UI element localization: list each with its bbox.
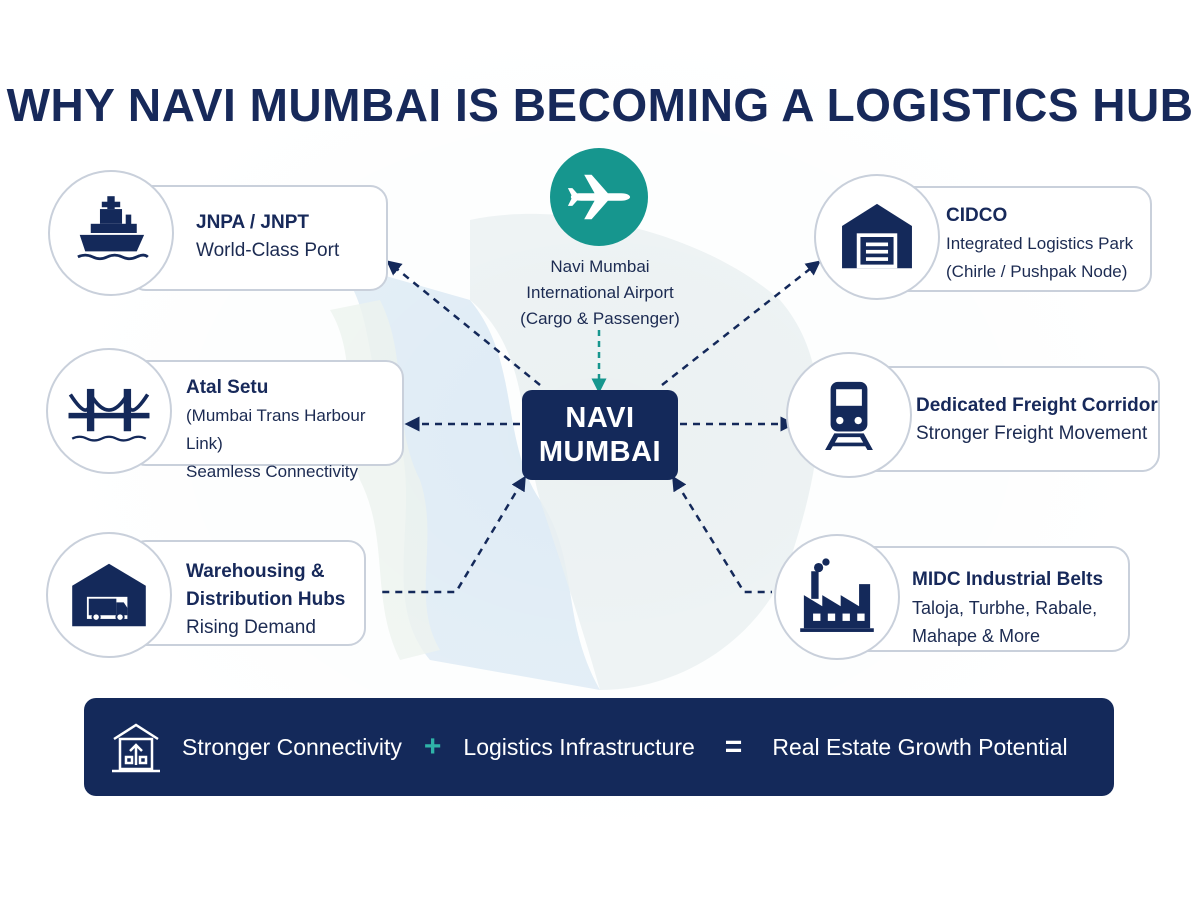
node-detail-cidco: (Chirle / Pushpak Node) [946, 262, 1128, 281]
connector-midc [672, 475, 772, 594]
connector-cidco [661, 260, 821, 386]
equation-plus-sign: + [423, 730, 442, 763]
connector-warehousing [378, 475, 526, 594]
airport-name-line1: Navi Mumbai [550, 257, 650, 276]
node-title-warehousing: Warehousing & [186, 561, 325, 582]
center-hub-line1: NAVI [565, 402, 635, 434]
node-subtitle-midc: Taloja, Turbhe, Rabale, [912, 598, 1098, 618]
airport-name-line2: International Airport [526, 283, 674, 302]
center-hub-line2: MUMBAI [538, 436, 662, 468]
node-title-dfc: Dedicated Freight Corridor [916, 395, 1158, 416]
page-title: WHY NAVI MUMBAI IS BECOMING A LOGISTICS … [6, 79, 1194, 131]
equation-bar: Stronger Connectivity + Logistics Infras… [84, 698, 1114, 796]
node-subtitle-dfc: Stronger Freight Movement [916, 423, 1148, 444]
node-title-atal: Atal Setu [186, 377, 269, 398]
node-card-midc: MIDC Industrial Belts Taloja, Turbhe, Ra… [850, 546, 1130, 652]
node-subtitle-warehousing: Rising Demand [186, 617, 316, 638]
warehouse-truck-icon [46, 532, 172, 658]
airplane-icon [550, 148, 648, 246]
equation-result: Real Estate Growth Potential [772, 733, 1068, 760]
node-title2-warehousing: Distribution Hubs [186, 589, 346, 610]
factory-icon [774, 534, 900, 660]
airport-type: (Cargo & Passenger) [520, 309, 680, 328]
node-card-atal: Atal Setu (Mumbai Trans Harbour Link) Se… [128, 360, 404, 481]
node-subtitle-cidco: Integrated Logistics Park [946, 234, 1134, 253]
warehouse-icon [814, 174, 940, 300]
node-detail-midc: Mahape & More [912, 626, 1041, 646]
train-icon [786, 352, 912, 478]
ship-icon [48, 170, 174, 296]
equation-term-infrastructure: Logistics Infrastructure [463, 733, 695, 760]
node-detail-atal: Seamless Connectivity [186, 462, 358, 481]
airport-label: Navi Mumbai International Airport (Cargo… [480, 254, 720, 332]
building-growth-icon [112, 723, 160, 773]
node-title-midc: MIDC Industrial Belts [912, 569, 1104, 590]
node-title-jnpa: JNPA / JNPT [196, 212, 309, 233]
node-subtitle-jnpa: World-Class Port [196, 240, 340, 261]
bridge-icon [46, 348, 172, 474]
node-title-cidco: CIDCO [946, 205, 1008, 226]
equation-term-connectivity: Stronger Connectivity [182, 733, 402, 760]
equation-equals-sign: = [724, 730, 743, 763]
node-subtitle-atal: (Mumbai Trans Harbour Link) [186, 406, 366, 453]
center-hub-box: NAVI MUMBAI [522, 390, 678, 480]
connector-jnpa [386, 260, 541, 386]
